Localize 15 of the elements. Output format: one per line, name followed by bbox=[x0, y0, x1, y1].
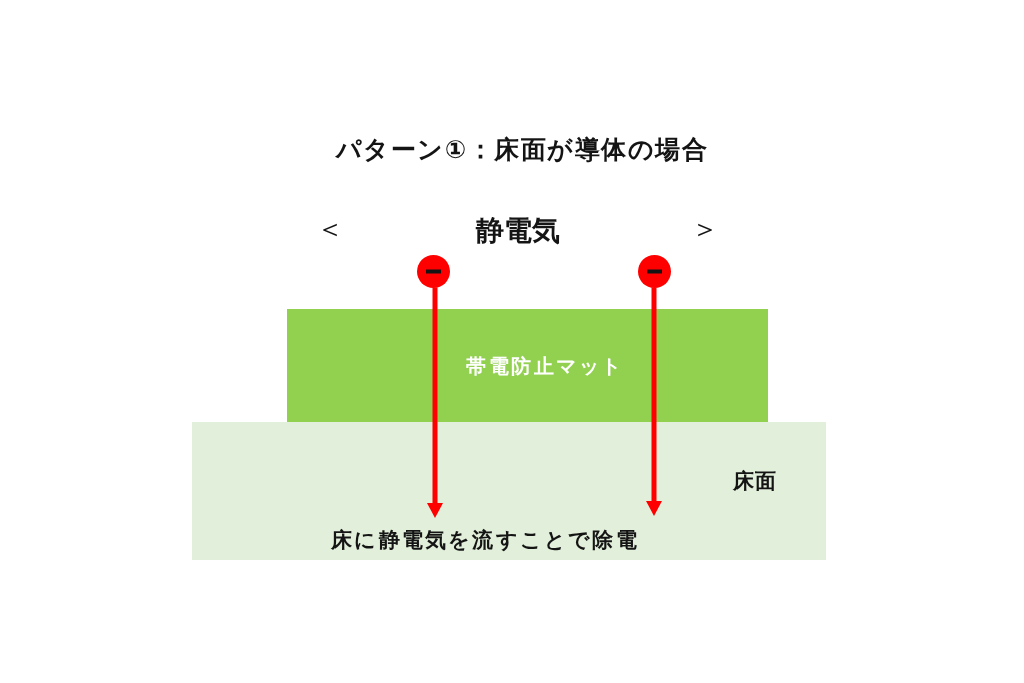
mat-box bbox=[287, 309, 768, 422]
arrow bbox=[427, 309, 443, 518]
negative-charge-icon bbox=[416, 254, 450, 288]
description-text: 床に静電気を流すことで除電 bbox=[331, 529, 639, 553]
connector-line bbox=[651, 287, 657, 309]
floor-label: 床面 bbox=[733, 470, 777, 494]
connector-line bbox=[432, 287, 438, 309]
mat-label: 帯電防止マット bbox=[466, 355, 624, 377]
angle-bracket: ＞ bbox=[691, 213, 719, 245]
arrow bbox=[646, 309, 662, 516]
floor-box bbox=[192, 422, 826, 560]
heading-label: 静電気 bbox=[476, 215, 560, 247]
negative-charge-icon bbox=[637, 254, 671, 288]
title: パターン①：床面が導体の場合 bbox=[335, 136, 709, 164]
angle-bracket: ＜ bbox=[316, 213, 344, 245]
